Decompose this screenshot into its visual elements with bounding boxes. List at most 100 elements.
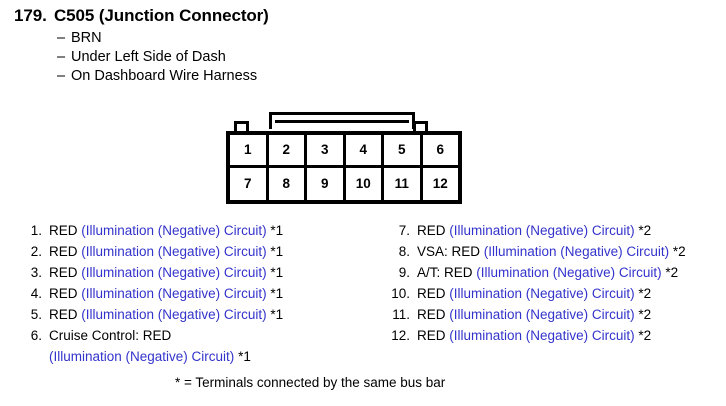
dash-marker-icon: – bbox=[57, 68, 66, 84]
connector-tab-inner-line bbox=[275, 120, 409, 123]
terminal-wire-color: RED bbox=[49, 244, 82, 259]
terminal-description: RED (Illumination (Negative) Circuit) *1 bbox=[49, 241, 358, 262]
bus-bar-footnote: * = Terminals connected by the same bus … bbox=[175, 375, 446, 390]
terminal-number: 9. bbox=[398, 265, 410, 280]
terminal-number: 2. bbox=[30, 244, 42, 259]
terminal-wire-color: RED bbox=[417, 328, 450, 343]
terminal-description: RED (Illumination (Negative) Circuit) *1 bbox=[49, 283, 358, 304]
terminal-number: 1. bbox=[30, 223, 42, 238]
terminal-note: *1 bbox=[266, 265, 284, 280]
terminal-note: *2 bbox=[634, 307, 652, 322]
terminal-row: 5. RED (Illumination (Negative) Circuit)… bbox=[18, 304, 358, 325]
terminal-circuit-name: (Illumination (Negative) Circuit) bbox=[81, 286, 267, 301]
terminal-number: 8. bbox=[398, 244, 410, 259]
terminal-wire-color: RED bbox=[417, 223, 450, 238]
terminal-row: 2. RED (Illumination (Negative) Circuit)… bbox=[18, 241, 358, 262]
terminal-row: 3. RED (Illumination (Negative) Circuit)… bbox=[18, 262, 358, 283]
pin-cell: 3 bbox=[307, 135, 346, 165]
terminal-circuit-name: (Illumination (Negative) Circuit) bbox=[81, 307, 267, 322]
pin-cell: 6 bbox=[422, 135, 458, 165]
terminal-row: 1. RED (Illumination (Negative) Circuit)… bbox=[18, 220, 358, 241]
pin-cell: 2 bbox=[268, 135, 307, 165]
connector-detail-item: – On Dashboard Wire Harness bbox=[57, 67, 614, 86]
terminal-wire-color: A/T: RED bbox=[417, 265, 477, 280]
terminal-wire-color: RED bbox=[49, 265, 82, 280]
connector-pinout-diagram: 1 2 3 4 5 6 7 8 9 10 11 12 bbox=[222, 112, 466, 208]
terminal-description: VSA: RED (Illumination (Negative) Circui… bbox=[417, 241, 716, 262]
terminal-row: 8. VSA: RED (Illumination (Negative) Cir… bbox=[386, 241, 716, 262]
terminal-number: 6. bbox=[30, 328, 42, 343]
terminal-description: RED (Illumination (Negative) Circuit) *1 bbox=[49, 220, 358, 241]
terminal-row: 10. RED (Illumination (Negative) Circuit… bbox=[386, 283, 716, 304]
connector-notch-right bbox=[413, 121, 428, 133]
connector-locking-tab bbox=[269, 112, 415, 129]
terminal-description: A/T: RED (Illumination (Negative) Circui… bbox=[417, 262, 716, 283]
terminal-circuit-name: (Illumination (Negative) Circuit) bbox=[81, 265, 267, 280]
terminal-circuit-name: (Illumination (Negative) Circuit) bbox=[449, 223, 635, 238]
terminal-circuit-name: (Illumination (Negative) Circuit) bbox=[449, 286, 635, 301]
terminal-circuit-name: (Illumination (Negative) Circuit) bbox=[49, 349, 235, 364]
terminal-number: 11. bbox=[392, 307, 410, 322]
pin-cell: 12 bbox=[422, 167, 458, 200]
terminal-note: *1 bbox=[266, 244, 284, 259]
connector-pin-row-top: 1 2 3 4 5 6 bbox=[230, 135, 458, 168]
terminal-note: *1 bbox=[266, 307, 284, 322]
terminal-description: RED (Illumination (Negative) Circuit) *2 bbox=[417, 283, 716, 304]
connector-title-text: C505 (Junction Connector) bbox=[54, 6, 269, 25]
connector-detail-item: – Under Left Side of Dash bbox=[57, 48, 614, 67]
connector-index-number: 179. bbox=[14, 6, 47, 25]
terminal-description: RED (Illumination (Negative) Circuit) *2 bbox=[417, 304, 716, 325]
terminal-circuit-name: (Illumination (Negative) Circuit) bbox=[449, 328, 635, 343]
connector-detail-list: – BRN – Under Left Side of Dash – On Das… bbox=[14, 29, 614, 86]
terminal-row: 6. Cruise Control: RED bbox=[18, 325, 358, 346]
terminal-number: 3. bbox=[30, 265, 42, 280]
pin-cell: 5 bbox=[384, 135, 423, 165]
terminal-number: 5. bbox=[30, 307, 42, 322]
terminal-wire-color: RED bbox=[49, 223, 82, 238]
terminal-number: 10. bbox=[391, 286, 410, 301]
terminal-row: 12. RED (Illumination (Negative) Circuit… bbox=[386, 325, 716, 346]
terminal-description: Cruise Control: RED bbox=[49, 325, 358, 346]
terminal-note: *2 bbox=[669, 244, 686, 259]
terminal-note: *2 bbox=[634, 286, 652, 301]
pin-cell: 11 bbox=[384, 167, 423, 200]
terminal-description: RED (Illumination (Negative) Circuit) *1 bbox=[49, 304, 358, 325]
pin-cell: 4 bbox=[345, 135, 384, 165]
pin-cell: 8 bbox=[268, 167, 307, 200]
terminal-note: *2 bbox=[634, 223, 652, 238]
terminal-circuit-name: (Illumination (Negative) Circuit) bbox=[81, 244, 267, 259]
terminal-circuit-name: (Illumination (Negative) Circuit) bbox=[81, 223, 267, 238]
terminal-wire-color: RED bbox=[49, 307, 82, 322]
connector-detail-label: BRN bbox=[71, 30, 102, 46]
dash-marker-icon: – bbox=[57, 30, 66, 46]
terminal-row-continuation: (Illumination (Negative) Circuit) *1 bbox=[18, 346, 358, 367]
terminal-circuit-name: (Illumination (Negative) Circuit) bbox=[449, 307, 635, 322]
connector-pin-row-bottom: 7 8 9 10 11 12 bbox=[230, 167, 458, 200]
pin-cell: 1 bbox=[230, 135, 269, 165]
pin-cell: 7 bbox=[230, 167, 269, 200]
terminal-description: RED (Illumination (Negative) Circuit) *2 bbox=[417, 325, 716, 346]
terminal-row: 9. A/T: RED (Illumination (Negative) Cir… bbox=[386, 262, 716, 283]
terminal-note: *1 bbox=[266, 223, 284, 238]
pin-cell: 9 bbox=[307, 167, 346, 200]
terminal-note: *1 bbox=[234, 349, 251, 364]
dash-marker-icon: – bbox=[57, 49, 66, 65]
terminal-list-right: 7. RED (Illumination (Negative) Circuit)… bbox=[386, 220, 716, 346]
terminal-circuit-name: (Illumination (Negative) Circuit) bbox=[483, 244, 670, 259]
connector-body: 1 2 3 4 5 6 7 8 9 10 11 12 bbox=[226, 131, 462, 204]
terminal-row: 4. RED (Illumination (Negative) Circuit)… bbox=[18, 283, 358, 304]
terminal-row: 7. RED (Illumination (Negative) Circuit)… bbox=[386, 220, 716, 241]
page-title: 179. C505 (Junction Connector) bbox=[14, 6, 614, 26]
terminal-wire-color: RED bbox=[417, 286, 450, 301]
terminal-note: *2 bbox=[661, 265, 679, 280]
connector-detail-item: – BRN bbox=[57, 29, 614, 48]
connector-detail-label: On Dashboard Wire Harness bbox=[71, 68, 258, 84]
terminal-wire-color: RED bbox=[417, 307, 450, 322]
terminal-description: RED (Illumination (Negative) Circuit) *1 bbox=[49, 262, 358, 283]
terminal-wire-color: VSA: RED bbox=[417, 244, 484, 259]
terminal-row: 11. RED (Illumination (Negative) Circuit… bbox=[386, 304, 716, 325]
terminal-list-left: 1. RED (Illumination (Negative) Circuit)… bbox=[18, 220, 358, 367]
pin-cell: 10 bbox=[345, 167, 384, 200]
terminal-circuit-name: (Illumination (Negative) Circuit) bbox=[476, 265, 662, 280]
connector-notch-left bbox=[234, 121, 249, 133]
